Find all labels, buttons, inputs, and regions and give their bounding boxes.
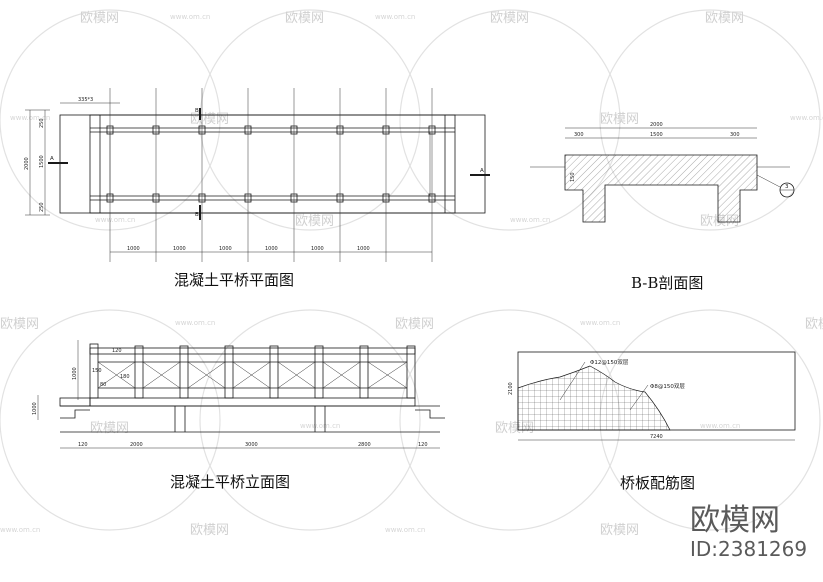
- watermark-logo: 欧模网: [705, 11, 744, 26]
- section-title: B-B剖面图: [631, 274, 703, 292]
- watermark-logo: 欧模网: [190, 112, 229, 127]
- elev-bottom-dim: 120: [78, 442, 88, 448]
- plan-span-dim: 1000: [265, 246, 278, 252]
- plan-span-dim: 1000: [219, 246, 232, 252]
- elev-bottom-dim: 2800: [358, 442, 371, 448]
- elev-bottom-dim: 3000: [245, 442, 258, 448]
- section-dim: 300: [730, 132, 740, 138]
- elev-left-dim: 80: [100, 382, 106, 388]
- elevation-view: 120 2000 3000 2800 120 1000 120 150 80 1…: [32, 340, 445, 449]
- plan-left-dim: 250: [39, 202, 45, 212]
- watermark-logo: 欧模网: [295, 214, 334, 229]
- rebar-title: 桥板配筋图: [620, 474, 695, 492]
- section-left-dim: 150: [570, 172, 576, 182]
- watermark-logo: 欧模网: [0, 317, 39, 332]
- elev-bottom-dim: 120: [418, 442, 428, 448]
- watermark-logo: 欧模网: [490, 11, 529, 26]
- watermark-url: www.om.cn: [175, 319, 215, 327]
- watermark-logo: 欧模网: [90, 421, 129, 436]
- plan-title: 混凝土平桥平面图: [174, 271, 294, 289]
- elev-deck: [89, 397, 416, 407]
- section-mark-a-left: A: [50, 156, 54, 162]
- elev-left-dim: 150: [92, 368, 102, 374]
- watermark-url: www.om.cn: [385, 526, 425, 534]
- brand-id: ID:2381269: [690, 537, 807, 561]
- brand-logo: 欧模网: [690, 503, 780, 538]
- watermark-url: www.om.cn: [300, 422, 340, 430]
- elevation-title: 混凝土平桥立面图: [170, 473, 290, 491]
- elev-left-dim: 180: [120, 374, 130, 380]
- section-dim: 1500: [650, 132, 663, 138]
- watermark-logo: 欧模网: [190, 523, 229, 538]
- plan-left-dim: 1500: [39, 155, 45, 168]
- plan-span-dim: 1000: [311, 246, 324, 252]
- plan-span-dim: 1000: [357, 246, 370, 252]
- watermark-url: www.om.cn: [170, 13, 210, 21]
- rebar-view: Φ12@150双层 Φ8@150双层 7240 2100: [508, 351, 796, 441]
- elev-cross-braces: [97, 361, 408, 389]
- rebar-label-1: Φ12@150双层: [590, 359, 629, 366]
- plan-top-dim: 335*3: [78, 97, 93, 103]
- elev-bottom-dim: 2000: [130, 442, 143, 448]
- plan-outer-outline: [59, 114, 486, 214]
- elev-left-steps: [60, 409, 90, 419]
- elev-right-steps: [415, 409, 445, 419]
- elev-posts: [89, 343, 416, 399]
- section-dim: 300: [574, 132, 584, 138]
- watermark-url: www.om.cn: [700, 422, 740, 430]
- plan-left-dim: 2000: [24, 157, 30, 170]
- elev-left-dim: 1000: [32, 402, 38, 415]
- section-mark-b-top: B: [195, 108, 199, 114]
- watermark-logo: 欧模网: [395, 317, 434, 332]
- rebar-label-2: Φ8@150双层: [650, 383, 685, 390]
- section-profile: [564, 154, 758, 223]
- plan-deck: [89, 114, 456, 214]
- watermark-url: www.om.cn: [790, 114, 823, 122]
- rebar-mesh-area: [517, 365, 671, 431]
- section-overall-dim: 2000: [650, 122, 663, 128]
- plan-span-dim: 1000: [173, 246, 186, 252]
- rebar-width-dim: 7240: [650, 434, 663, 440]
- section-mark-a-right: A: [480, 168, 484, 174]
- rebar-height-dim: 2100: [508, 382, 514, 395]
- watermark-logo: 欧模网: [80, 11, 119, 26]
- watermark-logo: 欧模网: [600, 112, 639, 127]
- elev-left-dim: 120: [112, 348, 122, 354]
- plan-span-dim: 1000: [127, 246, 140, 252]
- elev-left-dim: 1000: [72, 367, 78, 380]
- plan-view: 335*3 1000 1000 1000 1000 1000 1000 2000…: [24, 88, 490, 262]
- plan-grid-lines: [109, 88, 433, 262]
- watermark-url: www.om.cn: [375, 13, 415, 21]
- elev-handrail-top: [89, 347, 416, 355]
- watermark-url: www.om.cn: [580, 319, 620, 327]
- watermark-logo: 欧模网: [600, 523, 639, 538]
- plan-left-dim: 250: [39, 118, 45, 128]
- watermark-url: www.om.cn: [0, 526, 40, 534]
- section-view: 300 1500 300 2000 150 3: [530, 122, 795, 223]
- detail-callout-number: 3: [785, 184, 789, 190]
- section-mark-b-bottom: B: [195, 212, 199, 218]
- watermark-url: www.om.cn: [510, 216, 550, 224]
- watermark-circles: [0, 9, 821, 531]
- watermark-logo: 欧模网: [285, 11, 324, 26]
- watermark-logo: 欧模网: [805, 317, 823, 332]
- watermark-url: www.om.cn: [95, 216, 135, 224]
